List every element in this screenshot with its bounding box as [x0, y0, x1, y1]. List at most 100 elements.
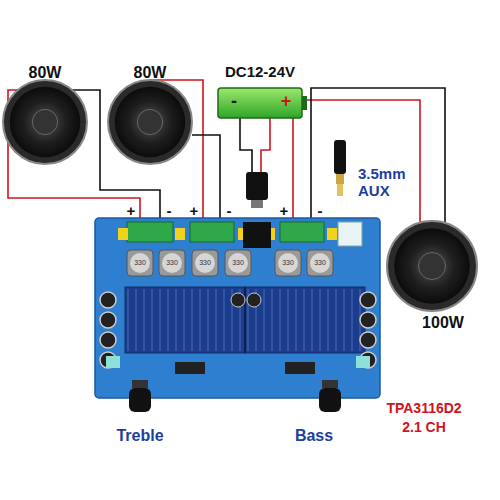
speaker-dustcap: [32, 109, 57, 134]
inductor-value: 330: [232, 259, 244, 267]
terminal-block: [190, 222, 234, 242]
terminal-block: [280, 222, 324, 242]
heatsink: [125, 287, 365, 353]
potentiometer-base: [106, 356, 120, 368]
capacitor: [175, 228, 185, 240]
speaker-dustcap: [137, 109, 162, 134]
knob-shaft: [132, 380, 148, 388]
capacitor: [247, 293, 261, 307]
knob-shaft: [322, 380, 338, 388]
inductor: [225, 250, 251, 276]
capacitor: [327, 228, 337, 240]
heatsink-fin: [336, 289, 337, 351]
polarity-sign: -: [231, 92, 237, 112]
capacitor: [118, 228, 128, 240]
red-wire: [293, 100, 420, 226]
heatsink-fin: [304, 289, 305, 351]
inductor-core: [278, 253, 298, 273]
channel-config: 2.1 CH: [402, 420, 446, 435]
speaker-frame: [387, 221, 477, 311]
terminal-block: [127, 222, 173, 242]
input-label: 3.5mm AUX: [358, 166, 420, 199]
knob-label: Bass: [295, 427, 333, 445]
capacitor: [100, 292, 116, 308]
heatsink-fin: [216, 289, 217, 351]
dc-plug-tip: [251, 200, 263, 208]
battery: [218, 88, 302, 118]
inductor: [275, 250, 301, 276]
heatsink-fin: [152, 289, 153, 351]
inductor-value: 330: [199, 259, 211, 267]
speaker-cone: [10, 87, 81, 158]
capacitor: [231, 293, 245, 307]
heatsink-fin: [296, 289, 297, 351]
inductor: [192, 250, 218, 276]
black-wire: [311, 88, 445, 226]
heatsink-fin: [264, 289, 265, 351]
heatsink-fin: [352, 289, 353, 351]
heatsink-fin: [128, 289, 129, 351]
polarity-sign: +: [127, 203, 136, 220]
chip: [175, 362, 205, 374]
dc-plug: [246, 172, 268, 200]
heatsink-fin: [328, 289, 329, 351]
heatsink-fin: [344, 289, 345, 351]
inductor-value: 330: [282, 259, 294, 267]
inductor: [127, 250, 153, 276]
speaker-frame: [3, 80, 87, 164]
capacitor: [360, 292, 376, 308]
heatsink-fin: [280, 289, 281, 351]
heatsink-fin: [200, 289, 201, 351]
power-rating: 100W: [422, 314, 464, 332]
chip: [285, 362, 315, 374]
capacitor: [360, 332, 376, 348]
inductor-value: 330: [134, 259, 146, 267]
aux-plug-tip: [336, 174, 344, 184]
inductor-core: [162, 253, 182, 273]
power-rating: 80W: [29, 64, 62, 82]
speaker-dustcap: [419, 253, 446, 280]
heatsink-fin: [136, 289, 137, 351]
pcb: [95, 218, 380, 398]
speaker-frame: [108, 80, 192, 164]
dc-jack: [243, 222, 271, 248]
knob: [129, 388, 151, 412]
inductor-core: [310, 253, 330, 273]
chip-name: TPA3116D2: [386, 401, 461, 416]
speaker-cone: [115, 87, 186, 158]
inductor-core: [130, 253, 150, 273]
polarity-sign: +: [281, 92, 292, 112]
inductor-value: 330: [166, 259, 178, 267]
potentiometer-base: [356, 356, 370, 368]
polarity-sign: +: [190, 203, 199, 220]
polarity-sign: -: [318, 203, 323, 220]
aux-plug: [334, 140, 346, 174]
power-rating: 80W: [134, 64, 167, 82]
heatsink-fin: [144, 289, 145, 351]
inductor: [307, 250, 333, 276]
heatsink-fin: [272, 289, 273, 351]
heatsink-fin: [160, 289, 161, 351]
heatsink-fin: [208, 289, 209, 351]
black-wire: [240, 118, 252, 172]
heatsink-fin: [224, 289, 225, 351]
capacitor: [360, 312, 376, 328]
capacitor: [100, 332, 116, 348]
aux-jack: [338, 222, 362, 246]
red-wire: [261, 118, 270, 172]
heatsink-fin: [312, 289, 313, 351]
inductor: [159, 250, 185, 276]
heatsink-fin: [168, 289, 169, 351]
heatsink-fin: [320, 289, 321, 351]
inductor-value: 330: [314, 259, 326, 267]
knob: [319, 388, 341, 412]
battery-terminal: [302, 96, 307, 110]
polarity-sign: +: [280, 203, 289, 220]
inductor-core: [228, 253, 248, 273]
aux-plug-tip: [337, 184, 343, 196]
inductor-core: [195, 253, 215, 273]
capacitor: [100, 312, 116, 328]
knob-label: Treble: [116, 427, 163, 445]
polarity-sign: -: [167, 203, 172, 220]
